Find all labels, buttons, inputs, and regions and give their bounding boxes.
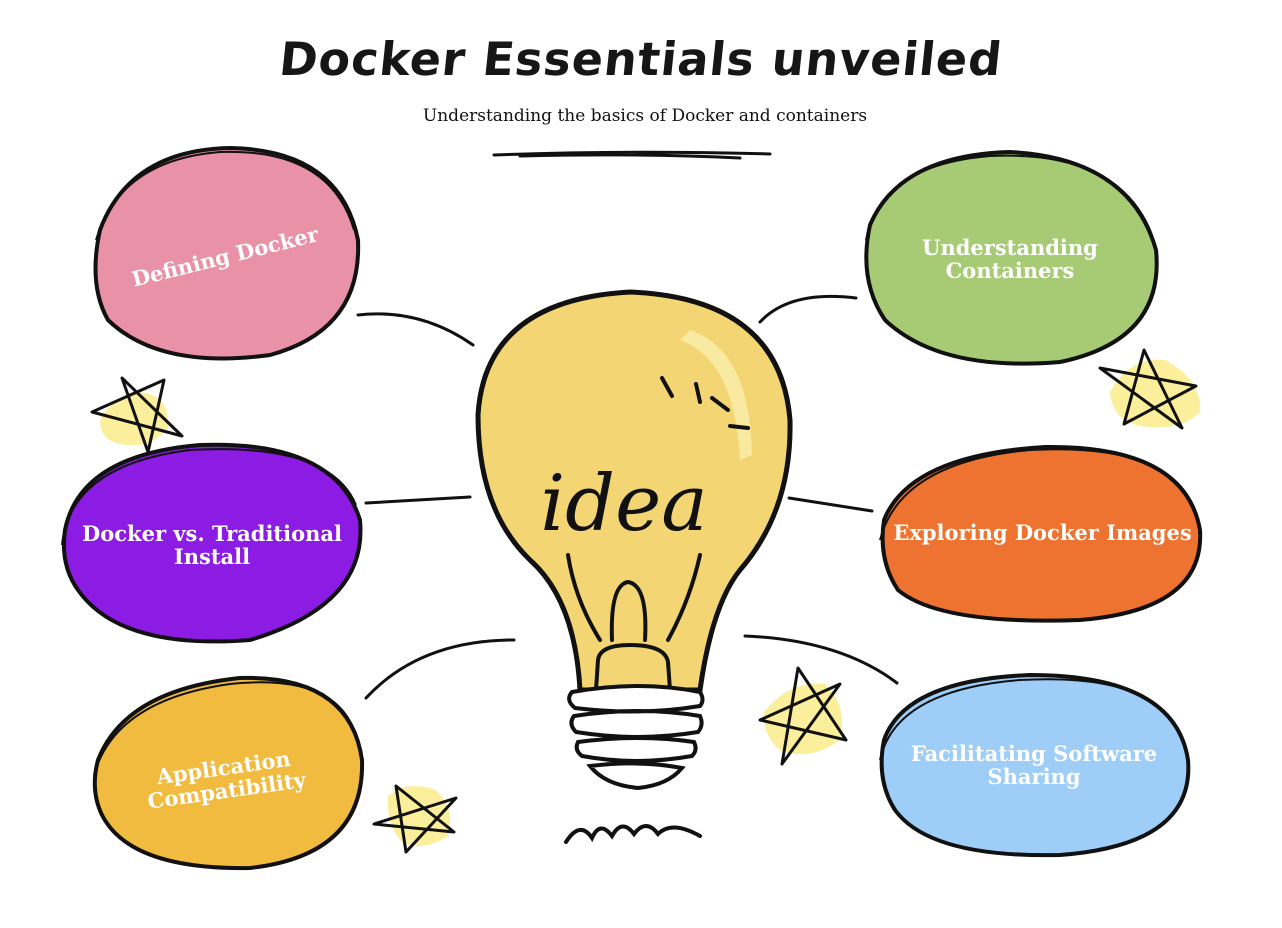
topic-blob-application-compatibility (92, 675, 365, 871)
topic-label-line: Install (173, 544, 251, 569)
blob-shape (864, 149, 1159, 366)
star-icon (372, 784, 458, 854)
bulb-filament-base (593, 642, 673, 692)
topic-label-line: Understanding (922, 235, 1098, 260)
bulb-glass (475, 289, 793, 693)
connector-facilitating-software-sharing (743, 634, 899, 685)
topic-blob-facilitating-software-sharing (879, 672, 1191, 858)
blob-shape (92, 675, 365, 871)
star-icon (90, 376, 184, 454)
topic-label-line: Docker vs. Traditional (82, 521, 342, 546)
blob-shape (880, 444, 1203, 623)
blob-shape (61, 442, 363, 644)
connector-exploring-docker-images (787, 496, 874, 513)
topic-blob-exploring-docker-images (879, 444, 1203, 623)
bulb-filament (566, 553, 702, 642)
idea-rays (660, 376, 750, 430)
bulb-screw-base (567, 684, 705, 791)
page-title: Docker Essentials unveiled (276, 32, 1006, 86)
bulb-idea-text: idea (540, 459, 708, 549)
star-icon (1098, 348, 1201, 430)
lightbulb-icon (475, 289, 793, 844)
connector-application-compatibility (364, 638, 516, 700)
topic-label-facilitating-software-sharing: Facilitating Software Sharing (884, 742, 1184, 788)
connector-docker-vs-traditional-install (364, 495, 472, 505)
topic-blob-defining-docker (93, 145, 361, 361)
connector-understanding-containers (758, 294, 858, 324)
topic-label-docker-vs-traditional-install: Docker vs. Traditional Install (62, 522, 362, 568)
star-icon (758, 666, 848, 766)
connector-defining-docker (356, 312, 475, 347)
topic-label-line: Containers (945, 258, 1075, 283)
bulb-highlight (680, 330, 752, 460)
blob-shape (93, 145, 361, 361)
topic-label-understanding-containers: Understanding Containers (870, 236, 1150, 282)
page-subtitle: Understanding the basics of Docker and c… (422, 106, 868, 126)
topic-blob-docker-vs-traditional-install (61, 442, 363, 644)
topic-label-line: Exploring Docker Images (893, 520, 1192, 545)
bulb-squiggle (564, 824, 702, 844)
title-underline (492, 150, 772, 160)
topic-label-exploring-docker-images: Exploring Docker Images (885, 521, 1200, 544)
blob-shape (879, 672, 1191, 858)
topic-label-line: Facilitating Software (910, 741, 1158, 766)
topic-label-line: Sharing (987, 764, 1081, 789)
topic-blob-understanding-containers (864, 149, 1159, 366)
